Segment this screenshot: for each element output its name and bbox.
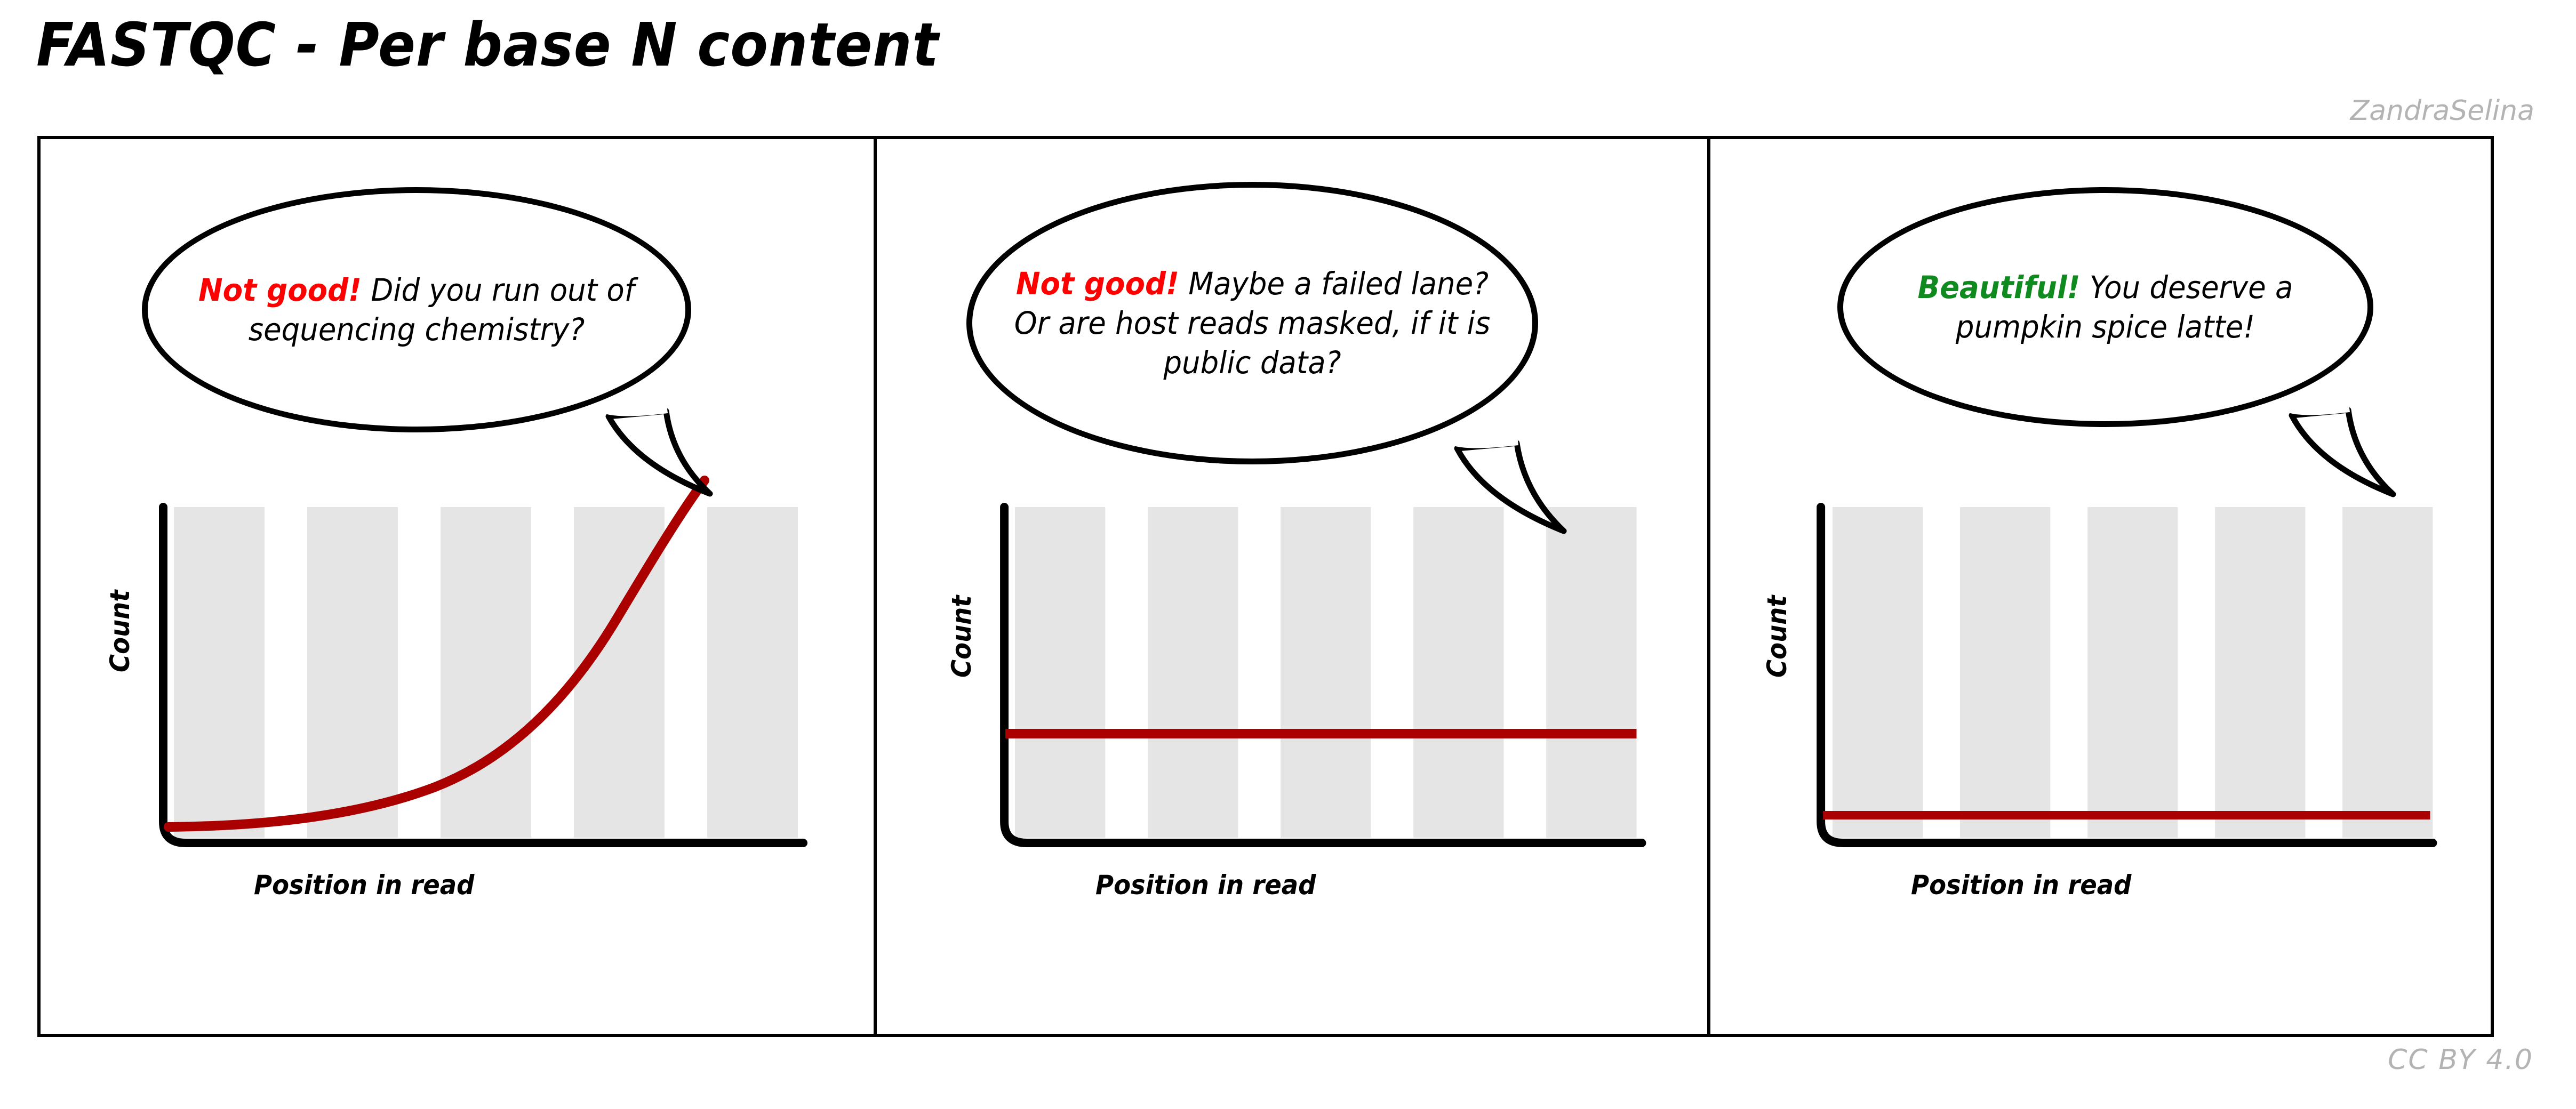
chart-panel-3 (1710, 139, 2491, 1034)
x-axis-label-panel-2: Position in read (1095, 870, 1316, 901)
page-title: FASTQC - Per base N content (36, 11, 939, 80)
message-panel-3: You deserve a pumpkin spice latte! (1955, 269, 2293, 345)
chart-axes (1817, 503, 2437, 847)
chart-panel-1 (41, 139, 874, 1034)
speech-bubble-text-panel-2: Not good! Maybe a failed lane? Or are ho… (989, 264, 1516, 383)
speech-bubble-panel-1: Not good! Did you run out of sequencing … (142, 187, 691, 432)
comic-panel-1: Count Position in read Not good! Did you… (41, 139, 874, 1034)
chart-axes (1000, 503, 1646, 847)
message-panel-2: Maybe a failed lane? Or are host reads m… (1014, 265, 1491, 381)
y-axis-label-panel-3: Count (1762, 595, 1793, 678)
chart-curve-panel-1 (164, 476, 709, 832)
comic-panel-2: Count Position in read Not good! Maybe a… (874, 139, 1707, 1034)
verdict-panel-2: Not good! (1015, 265, 1179, 302)
comic-strip: Count Position in read Not good! Did you… (37, 136, 2494, 1037)
speech-bubble-panel-2: Not good! Maybe a failed lane? Or are ho… (966, 182, 1538, 464)
author-credit: ZandraSelina (2350, 95, 2534, 127)
speech-bubble-text-panel-3: Beautiful! You deserve a pumpkin spice l… (1859, 268, 2351, 347)
x-axis-label-panel-1: Position in read (254, 870, 475, 901)
chart-bands (1015, 507, 1637, 838)
y-axis-label-panel-2: Count (946, 595, 977, 678)
verdict-panel-3: Beautiful! (1917, 269, 2081, 306)
speech-bubble-text-panel-1: Not good! Did you run out of sequencing … (164, 270, 669, 349)
y-axis-label-panel-1: Count (105, 590, 135, 672)
speech-bubble-tail-panel-2 (1454, 437, 1567, 534)
license-note: CC BY 4.0 (2388, 1044, 2533, 1076)
speech-bubble-panel-3: Beautiful! You deserve a pumpkin spice l… (1837, 187, 2373, 427)
comic-panel-3: Count Position in read Beautiful! You de… (1707, 139, 2491, 1034)
chart-bands (174, 507, 798, 838)
chart-panel-2 (877, 139, 1707, 1034)
message-panel-1: Did you run out of sequencing chemistry? (248, 271, 635, 348)
chart-bands (1833, 507, 2433, 838)
speech-bubble-tail-panel-3 (2289, 404, 2396, 497)
verdict-panel-1: Not good! (198, 271, 362, 308)
chart-axes (159, 503, 807, 847)
speech-bubble-tail-panel-1 (605, 405, 713, 497)
x-axis-label-panel-3: Position in read (1911, 870, 2132, 901)
